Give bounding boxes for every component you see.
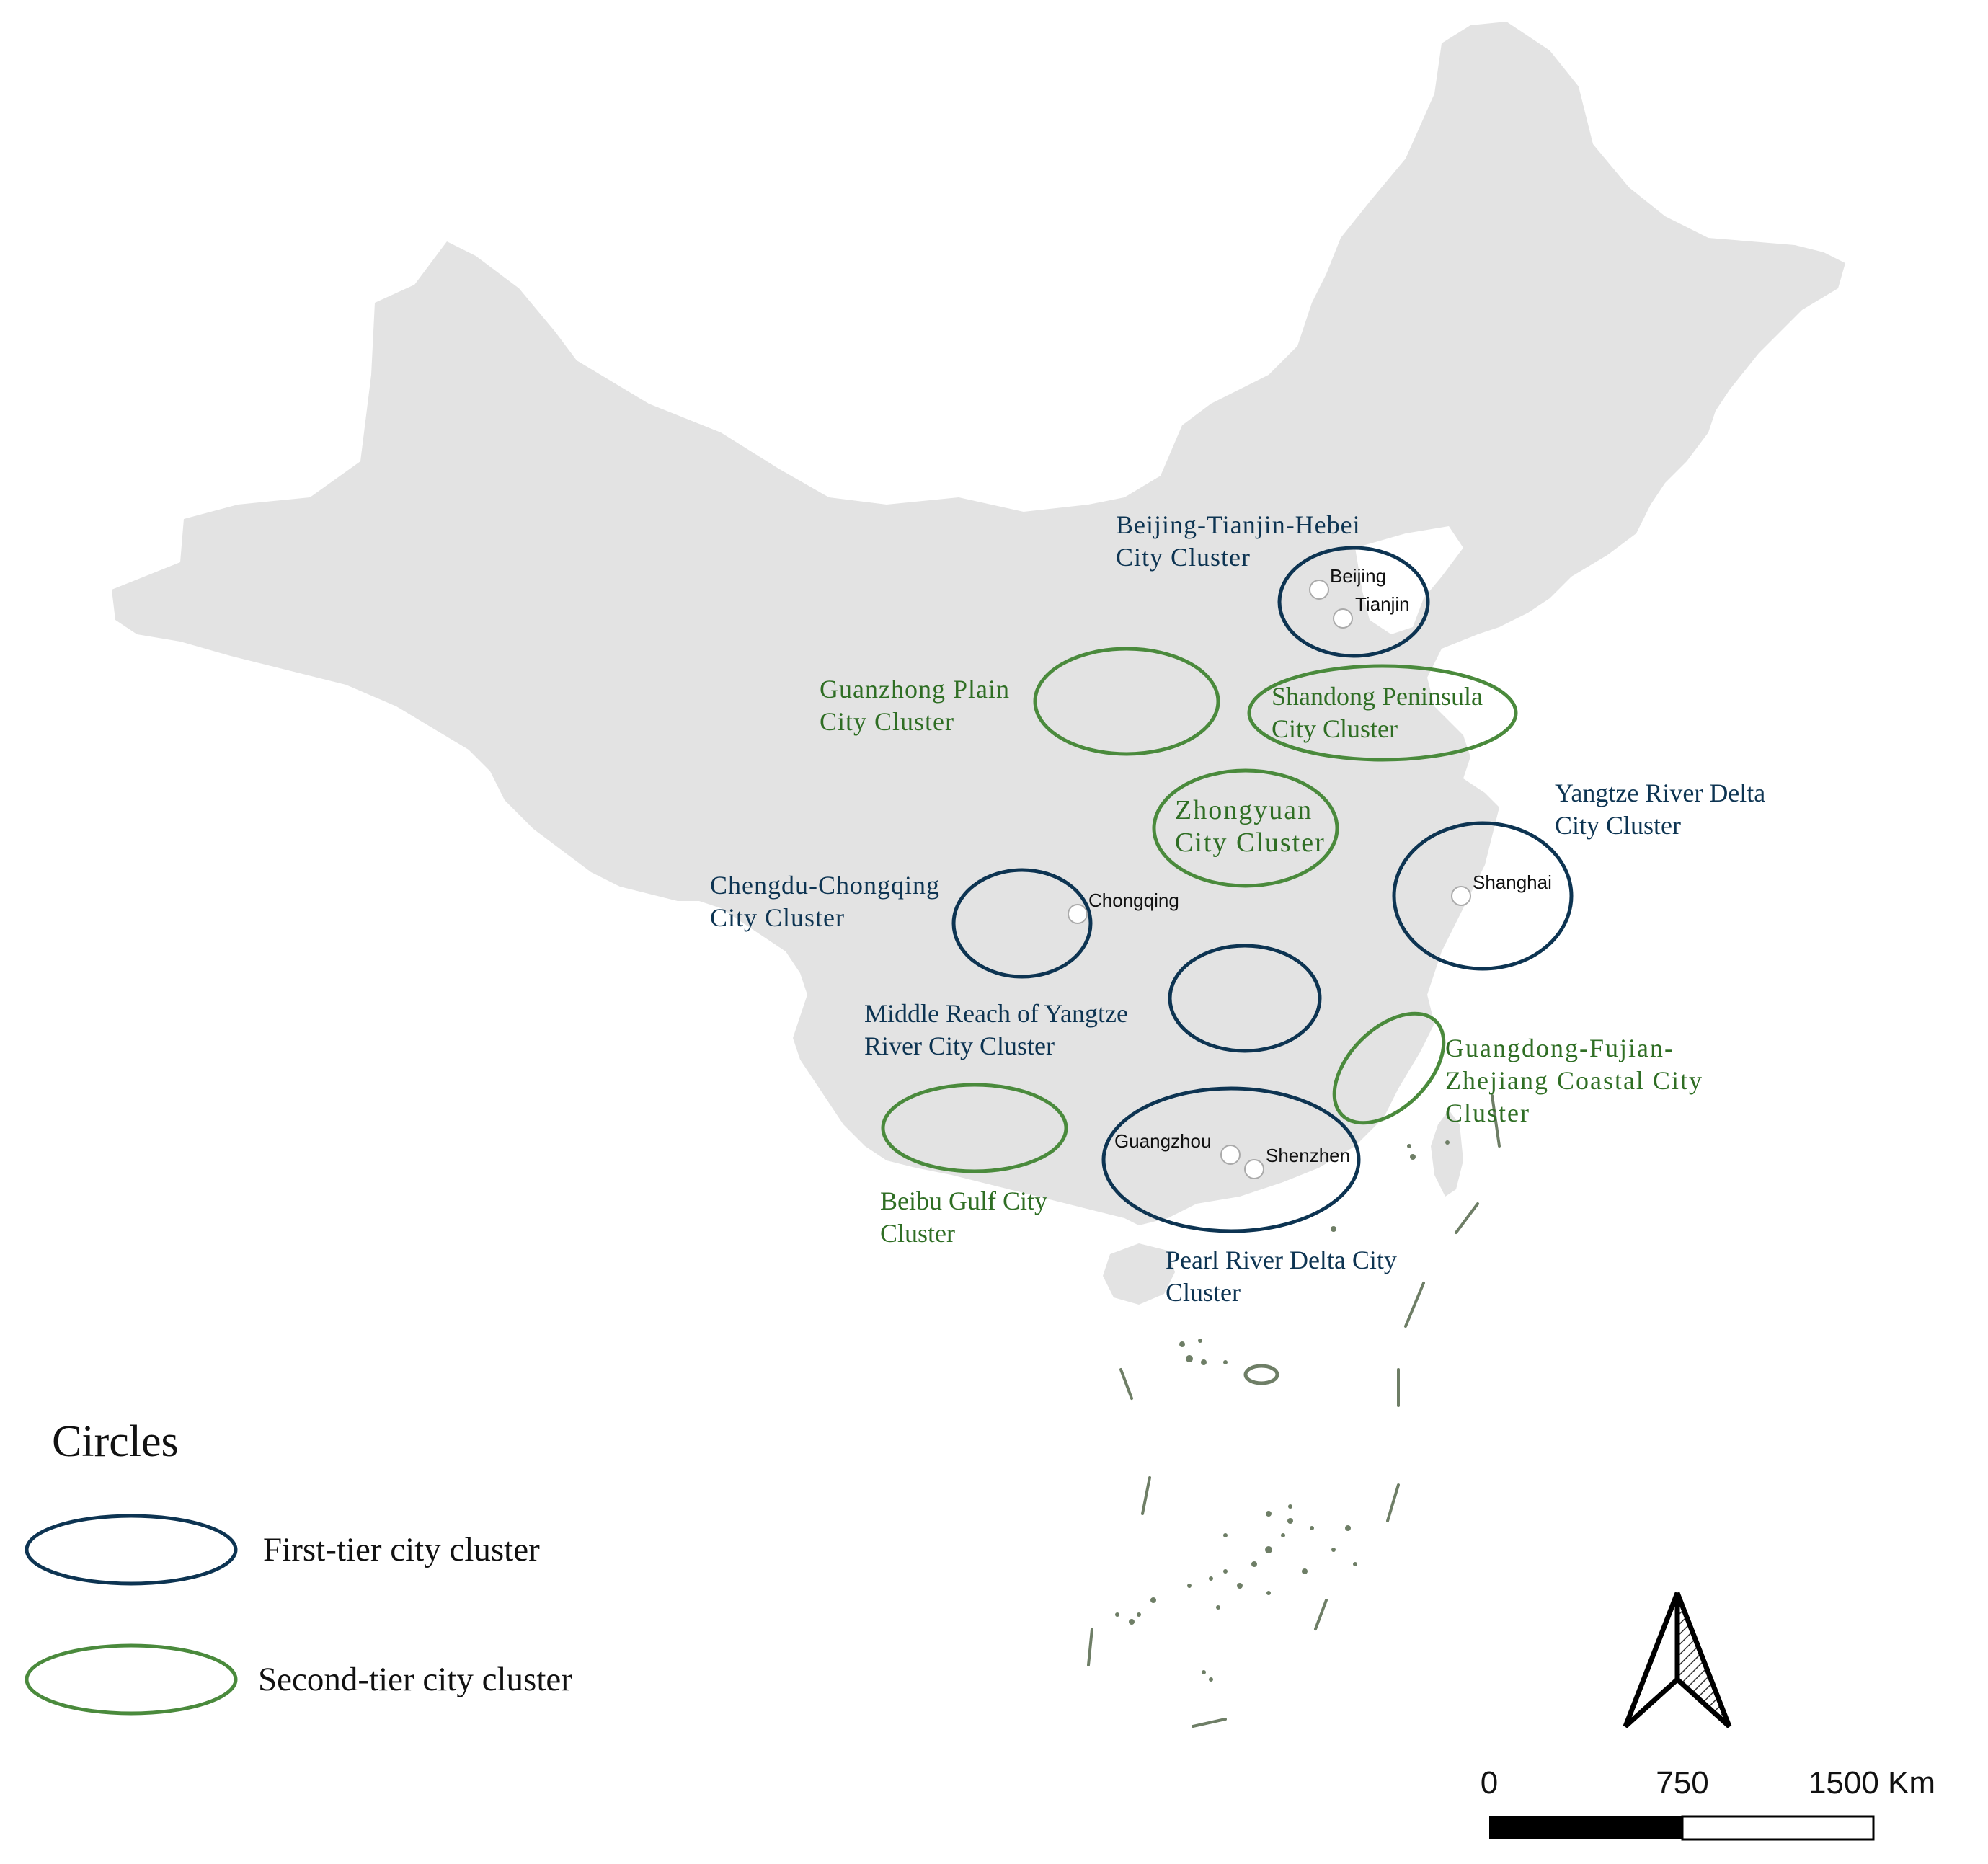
city-marker-chongqing (1068, 904, 1088, 924)
cluster-label-jjj-line-1: City Cluster (1116, 543, 1251, 572)
scale-bar-black-segment (1489, 1816, 1682, 1839)
cluster-label-gfz-line-2: Cluster (1445, 1099, 1530, 1127)
cluster-label-jjj-line-0: Beijing-Tianjin-Hebei (1116, 510, 1361, 539)
cluster-label-middle-line-1: River City Cluster (864, 1031, 1055, 1060)
ellipse-chengyu (951, 868, 1093, 979)
ellipse-beibu (881, 1083, 1068, 1173)
cluster-label-yrd-line-0: Yangtze River Delta (1555, 778, 1765, 807)
scale-label-1500: 1500 Km (1809, 1765, 1935, 1801)
cluster-label-chengyu-line-0: Chengdu-Chongqing (710, 871, 940, 900)
nine-dash-line (1087, 1094, 1501, 1728)
cluster-label-prd-line-0: Pearl River Delta City (1166, 1246, 1397, 1274)
cluster-label-shandong-line-1: City Cluster (1272, 714, 1398, 743)
legend-first-tier-symbol (25, 1514, 238, 1586)
cluster-label-chengyu-line-1: City Cluster (710, 903, 845, 932)
cluster-label-guanzhong-line-1: City Cluster (820, 707, 954, 736)
ellipse-shandong (1247, 664, 1518, 762)
china-land-area (112, 22, 1845, 1225)
ellipse-prd (1101, 1086, 1361, 1233)
city-label-shanghai: Shanghai (1473, 871, 1552, 893)
city-marker-beijing (1309, 580, 1329, 600)
city-label-beijing: Beijing (1330, 565, 1386, 587)
city-marker-shanghai (1451, 886, 1471, 906)
cluster-label-beibu-line-0: Beibu Gulf City (880, 1186, 1047, 1215)
ellipse-gfz (1332, 1011, 1446, 1125)
legend-first-tier-label: First-tier city cluster (263, 1531, 540, 1568)
scale-bar-white-segment (1681, 1815, 1875, 1841)
scale-label-750: 750 (1656, 1765, 1708, 1801)
scale-label-0: 0 (1481, 1765, 1498, 1801)
legend-second-tier-label: Second-tier city cluster (258, 1661, 572, 1698)
ellipse-middle (1168, 944, 1322, 1053)
cluster-ellipses (881, 546, 1574, 1233)
city-label-guangzhou: Guangzhou (1114, 1130, 1211, 1152)
ellipse-zhongyuan (1152, 768, 1339, 888)
city-label-tianjin: Tianjin (1355, 593, 1410, 615)
legend: Circles First-tier city cluster Second-t… (25, 1417, 572, 1716)
cluster-label-zhongyuan-line-1: City Cluster (1175, 827, 1326, 858)
hainan-island (1103, 1243, 1175, 1305)
cluster-label-gfz-line-1: Zhejiang Coastal City (1445, 1066, 1703, 1095)
scale-bar: 0 750 1500 Km (1481, 1765, 1935, 1841)
city-label-shenzhen: Shenzhen (1266, 1145, 1350, 1166)
cluster-label-guanzhong-line-0: Guanzhong Plain (820, 675, 1010, 704)
taiwan-island (1431, 1110, 1463, 1197)
cluster-label-zhongyuan-line-0: Zhongyuan (1175, 795, 1313, 825)
legend-title: Circles (52, 1417, 179, 1466)
south-china-sea-islands (1115, 1140, 1450, 1682)
cluster-label-beibu-line-1: Cluster (880, 1219, 955, 1248)
cluster-label-gfz-line-0: Guangdong-Fujian- (1445, 1034, 1674, 1062)
ellipse-jjj (1277, 546, 1430, 658)
ellipse-yrd (1392, 821, 1574, 971)
city-marker-tianjin (1333, 608, 1353, 629)
cluster-label-shandong-line-0: Shandong Peninsula (1272, 682, 1483, 711)
city-marker-shenzhen (1244, 1159, 1264, 1179)
cluster-label-prd-line-1: Cluster (1166, 1278, 1241, 1307)
cluster-label-middle-line-0: Middle Reach of Yangtze (864, 999, 1128, 1028)
cluster-label-yrd-line-1: City Cluster (1555, 811, 1681, 840)
city-marker-guangzhou (1220, 1145, 1241, 1165)
city-label-chongqing: Chongqing (1088, 889, 1179, 911)
north-arrow-icon (1623, 1592, 1732, 1728)
legend-second-tier-symbol (25, 1643, 238, 1716)
ellipse-guanzhong (1033, 647, 1220, 756)
